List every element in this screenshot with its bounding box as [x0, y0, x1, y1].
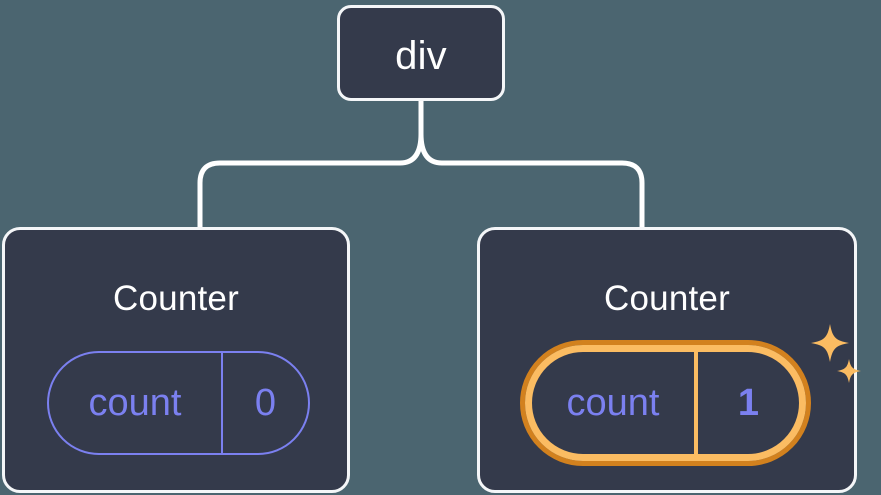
state-pill-count-right[interactable]: count 1 [520, 340, 811, 466]
state-pill-value-left: 0 [221, 353, 308, 453]
node-counter-right-label: Counter [604, 279, 730, 318]
node-counter-left-label: Counter [113, 279, 239, 318]
node-counter-left[interactable]: Counter count 0 [2, 227, 350, 493]
state-pill-key-left: count [88, 381, 182, 424]
node-div[interactable]: div [337, 5, 505, 101]
state-pill-body-right: count 1 [532, 352, 799, 454]
sparkle-large-icon [811, 324, 849, 362]
sparkles-group [811, 324, 861, 383]
node-div-label: div [395, 34, 447, 78]
highlight-ring-inner [525, 345, 806, 461]
connector-branch-right [418, 131, 645, 230]
state-pill-key-right: count [566, 381, 660, 424]
highlight-ring-outer [520, 340, 811, 466]
state-pill-count-left[interactable]: count 0 [47, 351, 310, 455]
sparkle-small-icon [837, 359, 861, 383]
node-counter-right[interactable]: Counter count 1 [477, 227, 861, 493]
state-pill-value-right: 1 [694, 352, 799, 454]
connector-branch-left [197, 131, 424, 230]
